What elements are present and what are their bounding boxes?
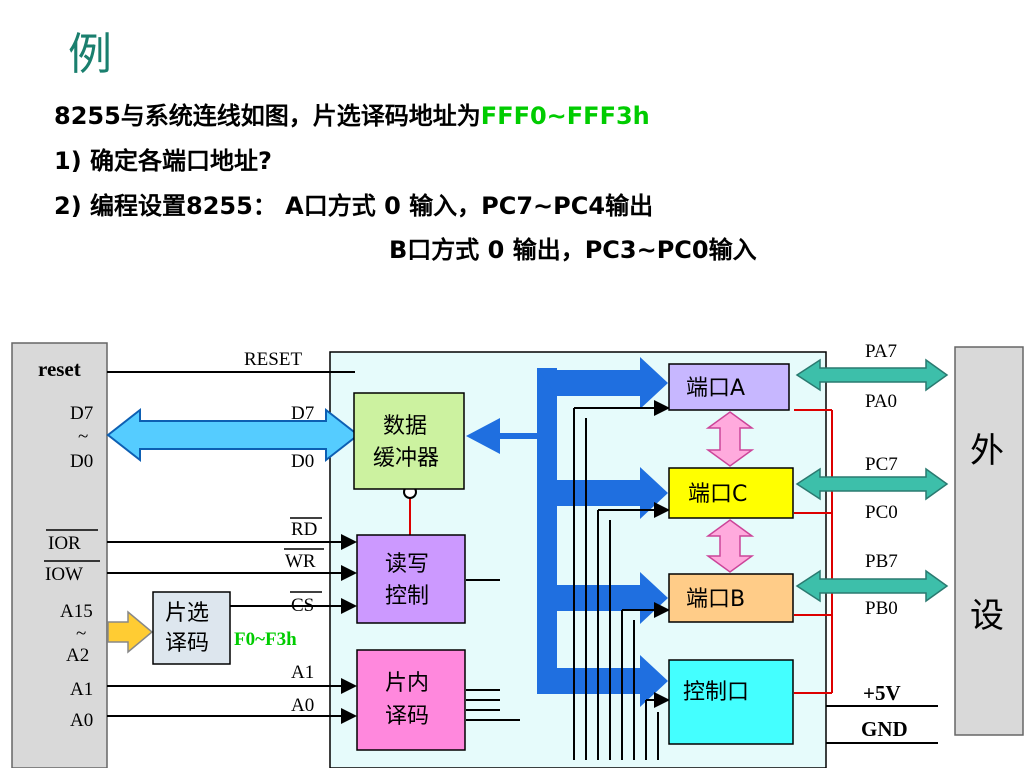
cpu-d0-label: D0 [70, 451, 93, 472]
cpu-tilde-label: ~ [78, 426, 88, 447]
port-a-label: 端口A [686, 376, 745, 401]
port-a-c-link-arrow [705, 411, 755, 467]
rw-control-line1: 读写 [385, 552, 429, 577]
text-line-1-address: FFF0~FFF3h [480, 102, 650, 130]
rw-control-line2: 控制 [385, 584, 429, 609]
internal-bus-vertical [537, 368, 557, 694]
decoder-line1: 片选 [165, 601, 209, 626]
port-c-block [668, 467, 794, 519]
cpu-panel [11, 342, 108, 768]
pin-vcc-label: +5V [863, 681, 901, 705]
port-a-peripheral-arrow [795, 358, 949, 392]
pin-wr-label: WR [285, 551, 316, 572]
pin-pc7-label: PC7 [865, 454, 898, 475]
pin-d0-label: D0 [291, 451, 314, 472]
decoder-box [152, 591, 231, 665]
pin-pa7-label: PA7 [865, 341, 897, 362]
pin-pa0-label: PA0 [865, 391, 897, 412]
cpu-a2-label: A2 [66, 645, 89, 666]
peripheral-char-1: 外 [970, 431, 1004, 471]
cpu-a1-label: A1 [70, 679, 93, 700]
control-port-label: 控制口 [683, 680, 749, 705]
port-c-label: 端口C [688, 482, 747, 507]
text-line-1: 8255与系统连线如图，片选译码地址为FFF0~FFF3h [54, 96, 650, 131]
data-buffer-line2: 缓冲器 [373, 446, 439, 471]
peripheral-panel [954, 346, 1024, 736]
pin-pc0-label: PC0 [865, 502, 898, 523]
port-b-label: 端口B [686, 587, 745, 612]
text-line-1-main: 8255与系统连线如图，片选译码地址为 [54, 102, 481, 130]
pin-cs-label: CS [291, 595, 314, 616]
port-c-b-link-arrow [705, 519, 755, 573]
port-b-block [668, 573, 794, 623]
bus-to-buffer-arrow [466, 418, 537, 454]
pin-rd-label: RD [291, 519, 317, 540]
text-line-2: 1) 确定各端口地址? [54, 147, 272, 175]
internal-decoder-block [356, 649, 466, 751]
data-buffer-block [353, 392, 465, 490]
data-buffer-line1: 数据 [383, 414, 427, 439]
bus-to-ctrl-arrow [557, 655, 668, 707]
data-bus-arrow [106, 407, 360, 463]
text-line-4: B口方式 0 输出，PC3~PC0输入 [389, 236, 757, 264]
decoder-address-label: F0~F3h [234, 629, 297, 650]
port-b-peripheral-arrow [795, 569, 949, 603]
rw-control-block [356, 534, 466, 624]
cpu-ior-label: IOR [48, 533, 81, 554]
cpu-reset-label: reset [38, 357, 81, 381]
bus-to-port-a-arrow [537, 357, 668, 409]
cpu-a0-label: A0 [70, 710, 93, 731]
control-port-block [668, 659, 794, 745]
pin-pb0-label: PB0 [865, 598, 898, 619]
pin-pb7-label: PB7 [865, 551, 898, 572]
cpu-iow-label: IOW [45, 564, 83, 585]
slide-title: 例 [68, 29, 112, 80]
internal-decoder-line2: 译码 [385, 704, 429, 729]
cpu-d7-label: D7 [70, 403, 93, 424]
port-c-peripheral-arrow [795, 467, 949, 501]
internal-decoder-line1: 片内 [385, 671, 429, 696]
port-a-block [668, 363, 790, 411]
decoder-input-arrow [107, 610, 154, 654]
text-line-3: 2) 编程设置8255： A口方式 0 输入，PC7~PC4输出 [54, 192, 654, 220]
decoder-line2: 译码 [165, 631, 209, 656]
pin-gnd-label: GND [861, 717, 908, 741]
pin-d7-label: D7 [291, 403, 314, 424]
cpu-a15-label: A15 [60, 601, 93, 622]
bus-to-port-c-arrow [557, 467, 668, 519]
pin-a1-label: A1 [291, 662, 314, 683]
cpu-tilde2-label: ~ [76, 623, 86, 644]
pin-reset-label: RESET [244, 349, 302, 370]
peripheral-char-2: 设 [970, 596, 1004, 636]
pin-a0-label: A0 [291, 695, 314, 716]
